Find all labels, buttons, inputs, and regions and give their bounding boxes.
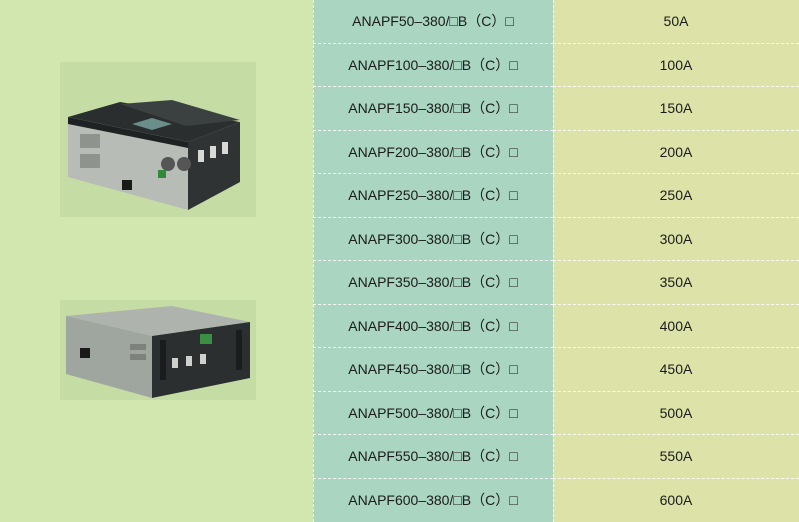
model-cell: ANAPF450–380/□B（C）□ bbox=[313, 348, 553, 392]
model-cell: ANAPF600–380/□B（C）□ bbox=[348, 492, 518, 509]
model-cell: ANAPF500–380/□B（C）□ bbox=[313, 392, 553, 435]
current-cell: 150A bbox=[553, 87, 799, 131]
model-cell: ANAPF50–380/□B（C）□ bbox=[313, 0, 553, 44]
model-cell: ANAPF150–380/□B（C）□ bbox=[313, 87, 553, 131]
column-divider bbox=[313, 0, 314, 522]
model-cell: ANAPF200–380/□B（C）□ bbox=[313, 131, 553, 174]
model-column: ANAPF50–380/□B（C）□ ANAPF100–380/□B（C）□ A… bbox=[313, 0, 553, 522]
current-cell: 100A bbox=[553, 44, 799, 87]
current-cell: 350A bbox=[553, 261, 799, 305]
model-cell: ANAPF250–380/□B（C）□ bbox=[313, 174, 553, 218]
rack-mount-unit-image bbox=[60, 300, 256, 400]
current-cell: 300A bbox=[553, 218, 799, 261]
current-cell: 550A bbox=[553, 435, 799, 479]
current-cell: 400A bbox=[553, 305, 799, 348]
current-cell: 450A bbox=[553, 348, 799, 392]
current-cell: 250A bbox=[553, 174, 799, 218]
product-image-column bbox=[0, 0, 313, 522]
current-cell: 50A bbox=[553, 0, 799, 44]
wall-mount-unit-image bbox=[60, 62, 256, 217]
current-cell: 200A bbox=[553, 131, 799, 174]
column-divider bbox=[553, 0, 554, 522]
model-cell: ANAPF350–380/□B（C）□ bbox=[313, 261, 553, 305]
model-cell: ANAPF550–380/□B（C）□ bbox=[313, 435, 553, 479]
current-cell: 600A bbox=[659, 492, 693, 509]
current-column: 50A 100A 150A 200A 250A 300A 350A 400A 4… bbox=[553, 0, 799, 522]
model-cell: ANAPF100–380/□B（C）□ bbox=[313, 44, 553, 87]
current-cell: 500A bbox=[553, 392, 799, 435]
model-cell: ANAPF300–380/□B（C）□ bbox=[313, 218, 553, 261]
model-cell: ANAPF400–380/□B（C）□ bbox=[313, 305, 553, 348]
